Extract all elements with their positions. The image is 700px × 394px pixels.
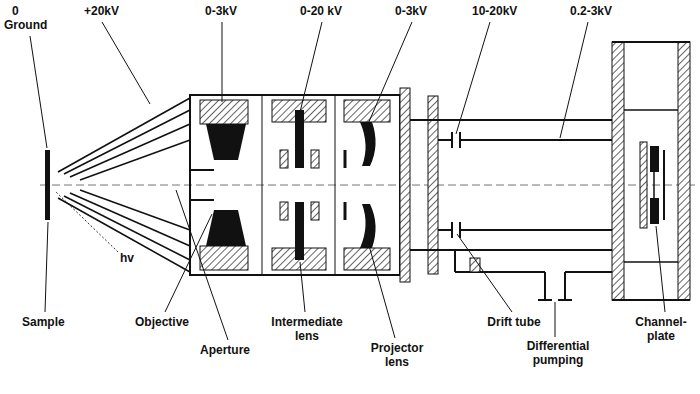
voltage-label: +20kV [84,5,119,19]
part-label: Objective [135,316,189,330]
part-label: Projector lens [362,342,432,370]
voltage-label: 0 [12,5,19,19]
photon-label: hv [120,252,134,266]
part-label: Channel-plate [628,316,694,344]
voltage-label: 0.2-3kV [570,5,612,19]
voltage-label: 0-3kV [205,5,237,19]
voltage-label: 0-3kV [395,5,427,19]
part-label: Drift tube [484,316,544,330]
part-label: Aperture [200,344,250,358]
part-label: Intermediate lens [262,316,352,344]
voltage-label: Ground [4,19,47,33]
part-label: Differential pumping [518,340,598,368]
voltage-label: 10-20kV [472,5,517,19]
part-label: Sample [22,316,65,330]
voltage-label: 0-20 kV [300,5,342,19]
